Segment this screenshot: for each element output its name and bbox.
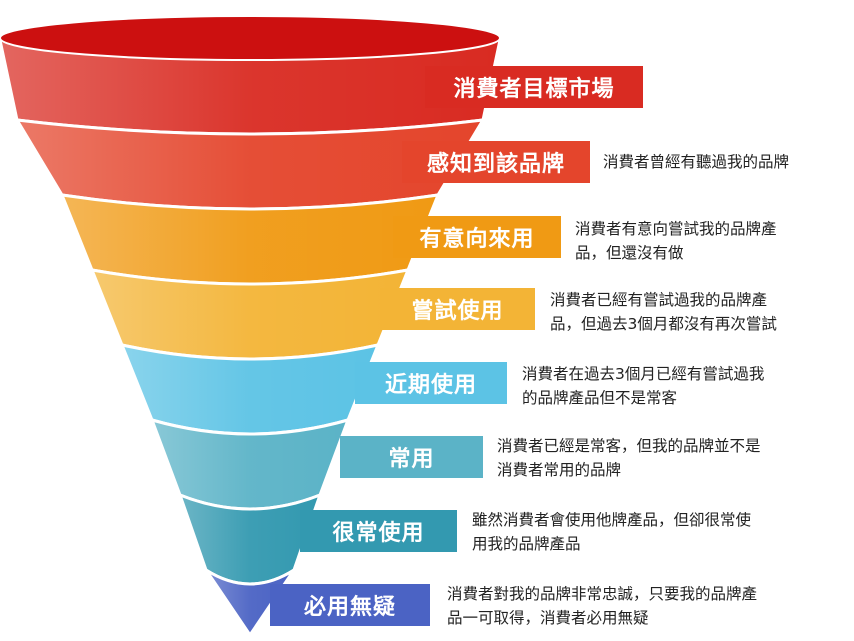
- stage-desc-2: 消費者有意向嘗試我的品牌產 品，但還沒有做: [575, 217, 777, 265]
- stage-desc-6: 雖然消費者會使用他牌產品，但卻很常使 用我的品牌產品: [472, 508, 751, 556]
- label-box-5: 常用: [340, 436, 483, 478]
- stage-desc-5-line-2: 消費者常用的品牌: [497, 461, 622, 479]
- stage-desc-5-line-1: 消費者已經是常客，但我的品牌並不是: [497, 437, 761, 455]
- stage-desc-4-line-1: 消費者在過去3個月已經有嘗試過我: [522, 365, 765, 383]
- stage-desc-5: 消費者已經是常客，但我的品牌並不是 消費者常用的品牌: [497, 434, 761, 482]
- label-box-1: 感知到該品牌: [402, 141, 590, 183]
- stage-desc-6-line-2: 用我的品牌產品: [472, 535, 581, 553]
- label-box-4: 近期使用: [355, 362, 507, 404]
- label-box-6: 很常使用: [300, 510, 457, 552]
- stage-desc-6-line-1: 雖然消費者會使用他牌產品，但卻很常使: [472, 511, 752, 529]
- label-box-0: 消費者目標市場: [425, 66, 643, 108]
- label-box-7: 必用無疑: [270, 584, 430, 626]
- stage-desc-4-line-2: 的品牌產品但不是常客: [522, 389, 678, 407]
- funnel-top-rim: [0, 15, 501, 61]
- label-box-2: 有意向來用: [393, 216, 561, 258]
- funnel-band-highlight-4: [122, 345, 378, 434]
- funnel-band-highlight-2: [62, 195, 438, 284]
- funnel-band-highlight-5: [152, 420, 348, 509]
- stage-desc-2-line-1: 消費者有意向嘗試我的品牌產: [575, 220, 777, 238]
- stage-desc-4: 消費者在過去3個月已經有嘗試過我 的品牌產品但不是常客: [522, 362, 764, 410]
- funnel-band-highlight-1: [17, 120, 483, 209]
- stage-desc-3-line-2: 品，但過去3個月都沒有再次嘗試: [550, 315, 777, 333]
- stage-desc-2-line-2: 品，但還沒有做: [575, 244, 684, 262]
- funnel-band-highlight-0: [0, 40, 500, 134]
- stage-desc-7: 消費者對我的品牌非常忠誠，只要我的品牌產 品一可取得，消費者必用無疑: [447, 582, 757, 630]
- label-box-3: 嘗試使用: [380, 288, 535, 330]
- funnel-band-highlight-6: [180, 495, 320, 584]
- stage-desc-1-line-1: 消費者曾經有聽過我的品牌: [603, 153, 790, 171]
- funnel-band-highlight-3: [92, 270, 408, 359]
- stage-desc-3-line-1: 消費者已經有嘗試過我的品牌產: [550, 291, 768, 309]
- stage-desc-3: 消費者已經有嘗試過我的品牌產 品，但過去3個月都沒有再次嘗試: [550, 288, 777, 336]
- stage-desc-7-line-1: 消費者對我的品牌非常忠誠，只要我的品牌產: [447, 585, 758, 603]
- stage-desc-7-line-2: 品一可取得，消費者必用無疑: [447, 609, 649, 627]
- stage-desc-1: 消費者曾經有聽過我的品牌: [603, 150, 789, 174]
